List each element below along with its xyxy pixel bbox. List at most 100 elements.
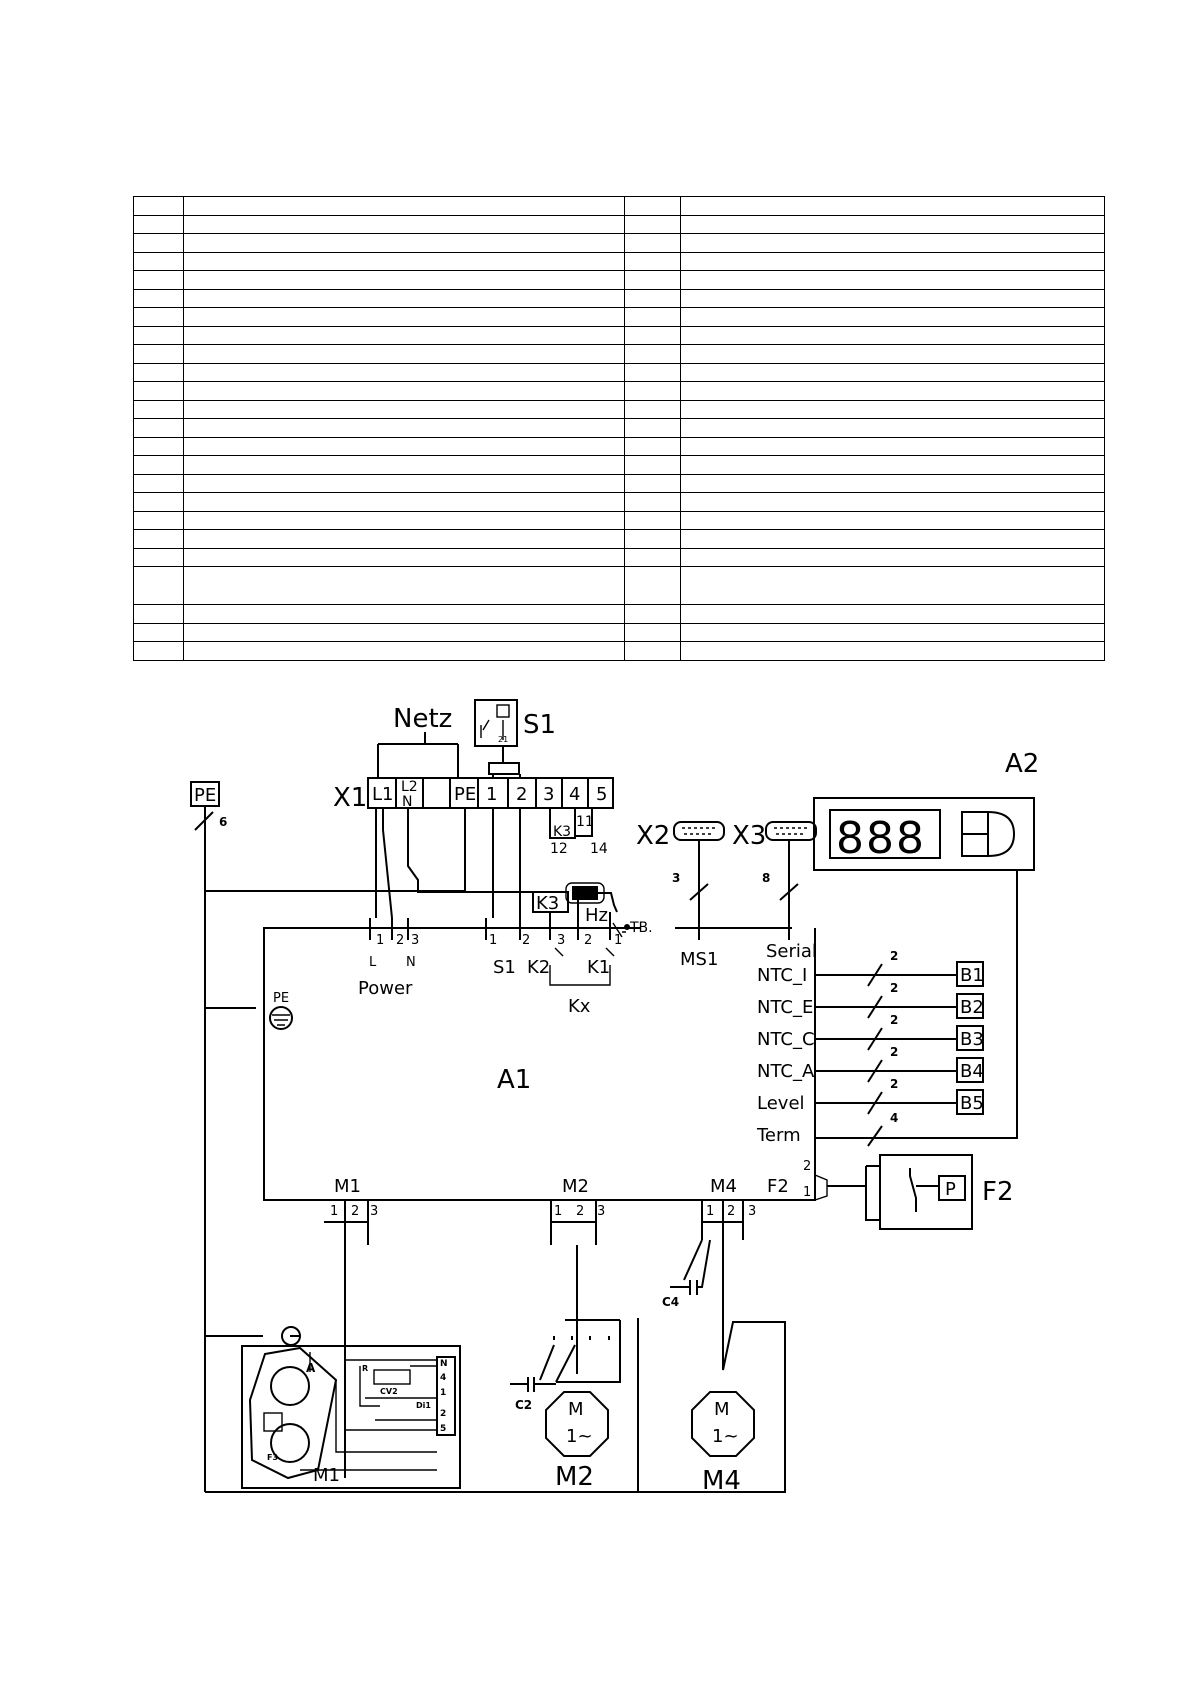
k3-contact xyxy=(549,808,593,839)
x1-terminal-3: 3 xyxy=(543,784,554,805)
sensor-level-wire-count: 2 xyxy=(890,1077,898,1091)
m4-connector-stub xyxy=(701,1200,744,1240)
switch-s1-actuator-icon xyxy=(496,704,510,718)
x3-dsub-pins-icon xyxy=(774,827,808,835)
x1-terminal-l2: L2 xyxy=(401,779,418,795)
m1-motor-label: M1 xyxy=(313,1465,340,1486)
m2-motor-symbol-top: M xyxy=(568,1399,584,1420)
supply-label: Netz xyxy=(393,704,452,734)
m2-motor-icon xyxy=(545,1391,609,1457)
sensor-b4-box xyxy=(956,1057,984,1083)
sensor-ntc-c-wire xyxy=(815,1027,957,1051)
m1-pin-4: 4 xyxy=(440,1373,446,1383)
m4-motor-icon xyxy=(691,1391,755,1457)
m1-internal-wiring xyxy=(300,1352,437,1471)
legend-table xyxy=(133,196,1105,661)
power-pin-1: 1 xyxy=(376,933,384,948)
k3-relay-wires xyxy=(549,900,611,918)
m2-motor-symbol-bottom: 1~ xyxy=(566,1426,593,1447)
a2-label: A2 xyxy=(1005,749,1039,779)
motor-connector-m2-label: M2 xyxy=(562,1176,589,1197)
k1-connector-label: K1 xyxy=(587,957,610,978)
m4-motor-symbol-top: M xyxy=(714,1399,730,1420)
m1-part-cv2: CV2 xyxy=(380,1387,398,1396)
x2-wire-count: 3 xyxy=(672,871,680,885)
sensor-b4-label: B4 xyxy=(960,1061,984,1082)
legend-cell xyxy=(133,566,184,605)
c2-capacitor-icon xyxy=(510,1377,556,1392)
sensor-level-wire xyxy=(815,1091,957,1115)
a2-display-digits: 888 xyxy=(836,813,926,864)
m2-wiring xyxy=(539,1318,639,1492)
legend-row xyxy=(133,566,1105,605)
m1-fan-rotor-icon xyxy=(270,1366,310,1406)
m4-pin-2: 2 xyxy=(727,1204,735,1219)
m1-pin-2: 2 xyxy=(351,1204,359,1219)
switch-s1-contact-icon xyxy=(480,719,504,740)
f2-pin-2: 2 xyxy=(803,1159,811,1174)
legend-row xyxy=(133,381,1105,401)
legend-cell xyxy=(680,566,1105,605)
a2-term-wire xyxy=(870,870,1018,1139)
sensor-ntc-i: NTC_I 2 B1 xyxy=(757,949,984,987)
kx-label: Kx xyxy=(568,996,591,1017)
s1-connector-label: S1 xyxy=(493,957,516,978)
x2-dsub-connector-icon xyxy=(673,821,725,841)
term-wire-count: 4 xyxy=(890,1111,898,1125)
legend-row xyxy=(133,307,1105,327)
term-input: Term 4 xyxy=(756,1111,898,1147)
c4-capacitor-icon xyxy=(670,1239,711,1295)
c2-label: C2 xyxy=(515,1398,532,1412)
a2-button-icon xyxy=(962,811,1016,857)
sensor-ntc-a: NTC_A 2 B4 xyxy=(757,1045,984,1083)
m1-pin-1: 1 xyxy=(330,1204,338,1219)
k3-pin-11: 11 xyxy=(576,814,594,830)
m4-motor-label: M4 xyxy=(702,1466,741,1496)
m1-terminal-strip xyxy=(436,1356,456,1436)
m1-pin-3: 3 xyxy=(370,1204,378,1219)
legend-row xyxy=(133,251,1105,271)
sensor-ntc-i-wire xyxy=(815,963,957,987)
kx-bracket xyxy=(549,947,615,986)
sensor-b1-box xyxy=(956,961,984,987)
legend-row xyxy=(133,196,1105,216)
switch-s1-label: S1 xyxy=(523,710,556,740)
m1-housing-outline xyxy=(248,1346,338,1480)
s1-pin-1: 1 xyxy=(489,933,497,948)
x2-label: X2 xyxy=(636,821,670,851)
m2-motor-label: M2 xyxy=(555,1462,594,1492)
legend-cell xyxy=(680,214,1105,234)
sensor-ntc-c-wire-count: 2 xyxy=(890,1013,898,1027)
legend-cell xyxy=(624,566,681,605)
heater-label: Hz xyxy=(585,905,608,926)
x3-wire-count: 8 xyxy=(762,871,770,885)
legend-cell xyxy=(680,196,1105,216)
sensor-b2-box xyxy=(956,993,984,1019)
m4-pin-1: 1 xyxy=(706,1204,714,1219)
sensor-ntc-e-wire xyxy=(815,995,957,1019)
m1-resistor-box xyxy=(373,1369,411,1385)
switch-s1-connector xyxy=(488,762,520,775)
pe-terminal-label: PE xyxy=(194,785,216,806)
sensor-b3-box xyxy=(956,1025,984,1051)
f2-pressure-switch-label: F2 xyxy=(982,1177,1014,1207)
x1-terminal-block xyxy=(367,777,614,809)
m2-pin-1: 1 xyxy=(554,1204,562,1219)
board-earth-icon xyxy=(269,1006,293,1030)
sensor-b3-label: B3 xyxy=(960,1029,984,1050)
pe-line xyxy=(194,806,214,1492)
x1-terminal-5: 5 xyxy=(596,784,607,805)
x1-to-board-wires xyxy=(375,808,521,919)
m1-sensor-box xyxy=(263,1412,283,1432)
sensor-ntc-i-wire-count: 2 xyxy=(890,949,898,963)
x1-label: X1 xyxy=(333,783,367,813)
sensor-ntc-e-wire-count: 2 xyxy=(890,981,898,995)
switch-s1-pin: 21 xyxy=(498,735,508,744)
f2-pressure-box-label: P xyxy=(945,1179,956,1200)
thermal-breaker-label: TB. xyxy=(629,920,653,936)
board-earth-lines xyxy=(272,1014,290,1026)
sensor-b5-box xyxy=(956,1089,984,1115)
board-top-pin-stubs xyxy=(369,918,790,940)
power-sub-n: N xyxy=(406,955,416,970)
